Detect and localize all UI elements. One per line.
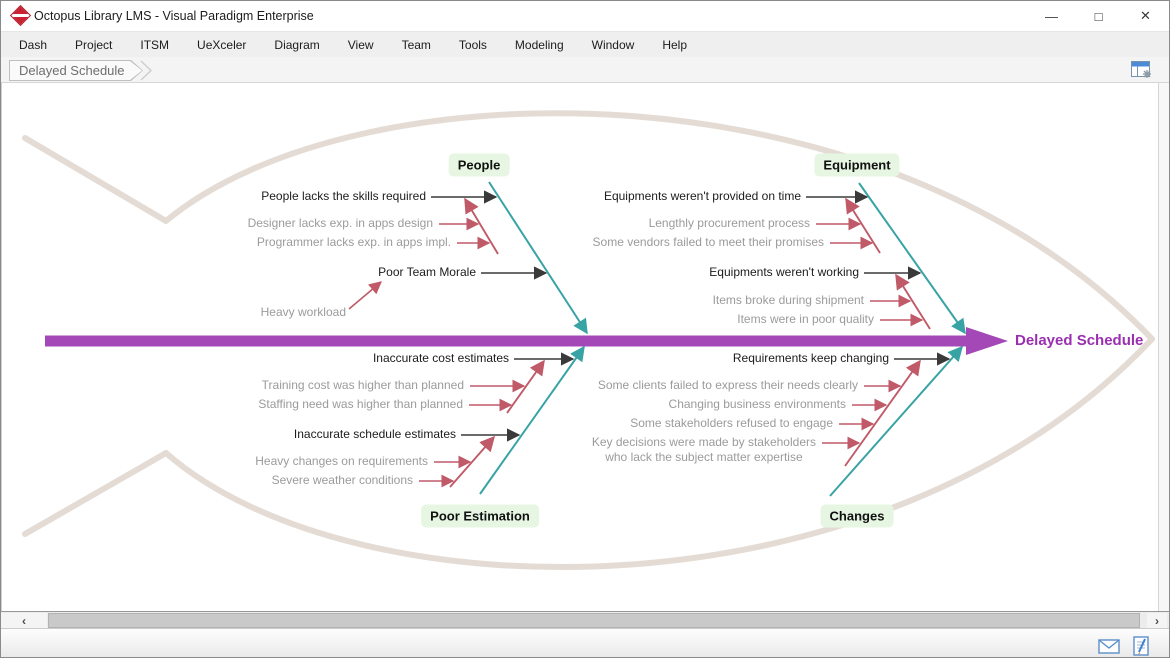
category-label-poor-estimation[interactable]: Poor Estimation (421, 504, 539, 528)
subcause-label[interactable]: Lengthly procurement process (648, 216, 810, 230)
cause-label[interactable]: Inaccurate schedule estimates (293, 427, 456, 441)
goal-label[interactable]: Delayed Schedule (1015, 332, 1144, 349)
subcause-label[interactable]: Some clients failed to express their nee… (597, 378, 858, 392)
menu-item-team[interactable]: Team (401, 37, 431, 52)
subcause-branch (449, 435, 496, 488)
scroll-right-button[interactable]: › (1147, 613, 1167, 628)
subcause-label[interactable]: Heavy workload (260, 305, 346, 319)
bone-poor-estimation[interactable] (479, 345, 585, 495)
window-layout-icon[interactable] (1130, 60, 1154, 80)
subcause-label[interactable]: Training cost was higher than planned (261, 378, 464, 392)
menu-item-uexceler[interactable]: UeXceler (197, 37, 247, 52)
subcause-label[interactable]: Severe weather conditions (271, 473, 413, 487)
menu-item-modeling[interactable]: Modeling (514, 37, 564, 52)
subcause-branch (506, 359, 545, 414)
cause-label[interactable]: Poor Team Morale (378, 265, 476, 279)
title-bar: Octopus Library LMS - Visual Paradigm En… (1, 1, 1169, 31)
compose-document-icon[interactable] (1132, 635, 1152, 657)
menu-item-window[interactable]: Window (591, 37, 635, 52)
menu-item-tools[interactable]: Tools (458, 37, 487, 52)
cause-label[interactable]: Requirements keep changing (732, 351, 889, 365)
subcause-label[interactable]: Changing business environments (668, 397, 846, 411)
subcause-label[interactable]: Designer lacks exp. in apps design (247, 216, 433, 230)
menu-item-dash[interactable]: Dash (19, 37, 48, 52)
close-button[interactable]: ✕ (1140, 8, 1151, 23)
subcause-branch (845, 197, 881, 254)
cause-label[interactable]: People lacks the skills required (261, 189, 426, 203)
menu-item-project[interactable]: Project (75, 37, 113, 52)
subcause-label[interactable]: Programmer lacks exp. in apps impl. (256, 235, 451, 249)
mail-icon[interactable] (1098, 639, 1120, 654)
minimize-button[interactable]: — (1045, 8, 1058, 24)
fish-outline (22, 450, 169, 537)
category-label-people[interactable]: People (448, 153, 510, 177)
cause-label[interactable]: Equipments weren't provided on time (603, 189, 801, 203)
menu-bar: Dash Project ITSM UeXceler Diagram View Team To… (1, 31, 1169, 57)
subcause-label[interactable]: Staffing need was higher than planned (258, 397, 463, 411)
subcause-label[interactable]: Some vendors failed to meet their promis… (592, 235, 824, 249)
bone-changes[interactable] (829, 345, 963, 497)
bone-equipment[interactable] (858, 182, 966, 335)
category-label-equipment[interactable]: Equipment (814, 153, 900, 177)
tab-delayed-schedule[interactable]: Delayed Schedule (9, 60, 143, 81)
tab-bar: Delayed Schedule (1, 57, 1169, 83)
cause-label[interactable]: Inaccurate cost estimates (372, 351, 509, 365)
menu-item-itsm[interactable]: ITSM (140, 37, 170, 52)
bone-people[interactable] (488, 181, 588, 335)
fish-outline (22, 135, 169, 224)
subcause-label[interactable]: Heavy changes on requirements (255, 454, 428, 468)
maximize-button[interactable]: □ (1094, 8, 1103, 24)
tab-chevron-icon (140, 60, 153, 81)
scroll-left-button[interactable]: ‹ (1, 613, 47, 628)
menu-item-help[interactable]: Help (662, 37, 687, 52)
subcause-branch (844, 359, 921, 467)
menu-item-view[interactable]: View (347, 37, 374, 52)
cause-label[interactable]: Equipments weren't working (709, 265, 859, 279)
subcause-label[interactable]: Some stakeholders refused to engage (630, 416, 833, 430)
subcause-label[interactable]: Items broke during shipment (712, 293, 864, 307)
horizontal-scrollbar[interactable]: ‹ › (1, 611, 1169, 628)
window-title: Octopus Library LMS - Visual Paradigm En… (34, 9, 314, 23)
fish-outline (163, 336, 1155, 570)
scrollbar-thumb[interactable] (48, 613, 1140, 628)
vertical-scrollbar[interactable] (1158, 83, 1169, 611)
subcause-label[interactable]: Items were in poor quality (737, 312, 874, 326)
subcause-branch (895, 273, 931, 330)
status-bar (1, 628, 1169, 657)
category-label-changes[interactable]: Changes (820, 504, 894, 528)
visual-paradigm-logo-icon (9, 4, 32, 27)
subcause-branch (464, 197, 499, 255)
menu-item-diagram[interactable]: Diagram (274, 37, 320, 52)
fish-outline (163, 110, 1155, 342)
subcause-arrow (348, 281, 382, 310)
spine-arrowhead (966, 327, 1008, 355)
tab-label: Delayed Schedule (10, 61, 142, 80)
